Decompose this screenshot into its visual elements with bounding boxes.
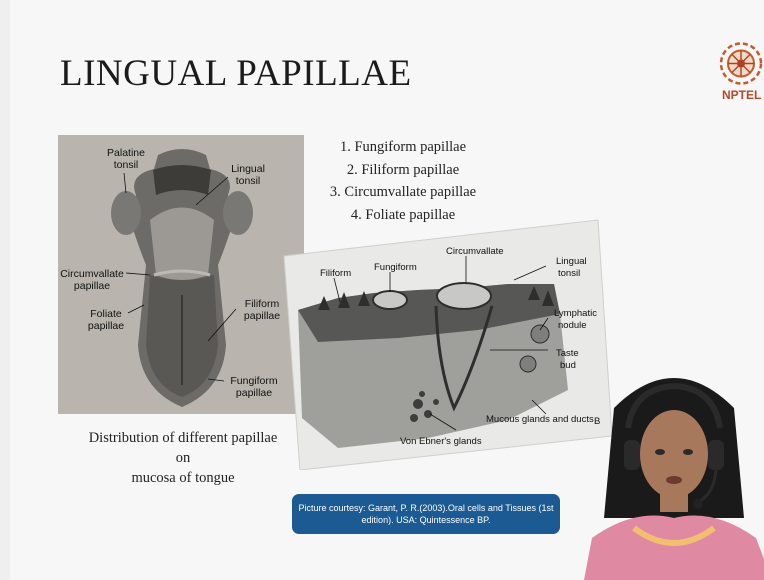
label-foliate-1: Foliate — [82, 308, 130, 320]
label-lingual-2: tonsil — [558, 268, 580, 279]
label-lingual-tonsil-2: tonsil — [224, 175, 272, 187]
label-lingual-tonsil-1: Lingual — [224, 163, 272, 175]
label-fungiform-2: papillae — [224, 387, 284, 399]
presenter-video — [574, 368, 764, 580]
tongue-caption: Distribution of different papillae on mu… — [80, 428, 286, 488]
courtesy-line-1: Picture courtesy: Garant, P. R.(2003).Or… — [292, 502, 560, 514]
list-item: 3. Circumvallate papillae — [328, 181, 478, 204]
label-fungiform-1: Fungiform — [224, 375, 284, 387]
label-fungiform: Fungiform — [374, 262, 417, 273]
slide: LINGUAL PAPILLAE NPTEL — [10, 0, 764, 580]
nptel-logo-text: NPTEL — [722, 88, 761, 102]
label-palatine-tonsil-2: tonsil — [98, 159, 154, 171]
label-lymphatic-1: Lymphatic — [554, 308, 597, 319]
courtesy-line-2: edition). USA: Quintessence BP. — [292, 514, 560, 526]
label-circumvallate: Circumvallate — [446, 246, 504, 257]
slide-title: LINGUAL PAPILLAE — [60, 52, 412, 95]
label-von-ebner: Von Ebner's glands — [400, 436, 482, 447]
label-taste-1: Taste — [556, 348, 579, 359]
label-circumvallate-2: papillae — [58, 280, 128, 292]
caption-line-1: Distribution of different papillae on — [80, 428, 286, 468]
label-lymphatic-2: nodule — [558, 320, 587, 331]
label-filiform: Filiform — [320, 268, 351, 279]
papillae-list: 1. Fungiform papillae 2. Filiform papill… — [328, 136, 478, 226]
caption-line-2: mucosa of tongue — [80, 468, 286, 488]
label-foliate-2: papillae — [82, 320, 130, 332]
tongue-diagram: Palatine tonsil Lingual tonsil Circumval… — [58, 135, 304, 414]
label-palatine-tonsil-1: Palatine — [98, 147, 154, 159]
list-item: 2. Filiform papillae — [328, 159, 478, 182]
picture-courtesy-box: Picture courtesy: Garant, P. R.(2003).Or… — [292, 494, 560, 534]
tongue-section-diagram: Filiform Fungiform Circumvallate Lingual… — [278, 218, 612, 470]
label-lingual-1: Lingual — [556, 256, 587, 267]
label-circumvallate-1: Circumvallate — [58, 268, 128, 280]
list-item: 1. Fungiform papillae — [328, 136, 478, 159]
